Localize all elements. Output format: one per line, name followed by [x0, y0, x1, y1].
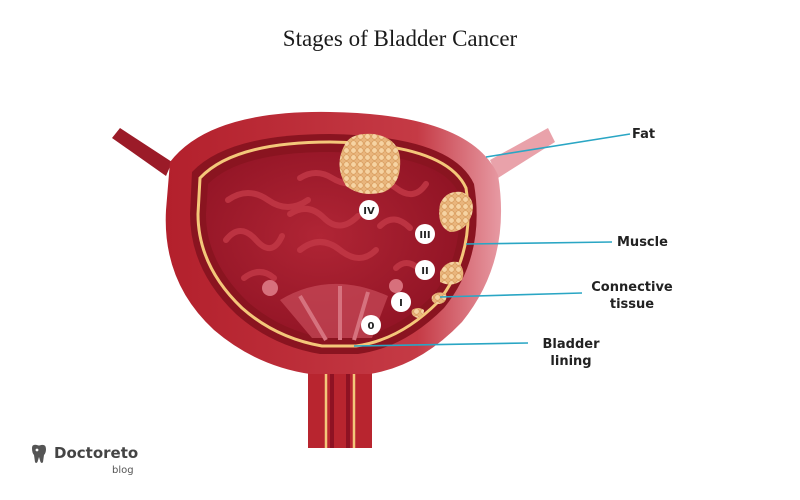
stage-marker-iii: III [415, 224, 435, 244]
ureter-opening-right [389, 279, 403, 293]
diagram-title: Stages of Bladder Cancer [282, 26, 518, 51]
leader-line-fat [485, 133, 631, 158]
tooth-logo-icon [32, 444, 46, 463]
tumor-stage-ii [440, 261, 464, 285]
stage-marker-ii: II [415, 260, 435, 280]
tumor-stage-iv [339, 133, 401, 194]
leader-line-lining [353, 342, 529, 347]
logo-name: Doctoreto [54, 444, 139, 462]
stage-label-ii: II [421, 266, 428, 277]
label-muscle: Muscle [617, 235, 668, 250]
leader-line-connective [439, 292, 583, 298]
urethra [308, 360, 372, 448]
label-bladder-lining: Bladder lining [542, 337, 600, 369]
logo-subtitle: blog [112, 465, 134, 476]
left-ureter [112, 128, 172, 176]
tumor-stage-iii [439, 191, 473, 232]
label-connective-tissue: Connective tissue [591, 280, 673, 312]
label-fat: Fat [632, 127, 656, 142]
stage-marker-iv: IV [359, 200, 379, 220]
stage-label-iii: III [419, 230, 430, 241]
tumor-stage-i [431, 292, 447, 304]
tumor-stage-0 [411, 308, 424, 318]
stage-marker-0: 0 [361, 315, 381, 335]
right-ureter [490, 128, 555, 178]
stage-label-iv: IV [363, 206, 375, 217]
stage-marker-i: I [391, 292, 411, 312]
leader-line-muscle [465, 241, 613, 245]
trigone [280, 283, 388, 338]
ureter-opening-left [262, 280, 278, 296]
stage-label-i: I [399, 298, 403, 309]
stage-label-0: 0 [368, 321, 375, 332]
